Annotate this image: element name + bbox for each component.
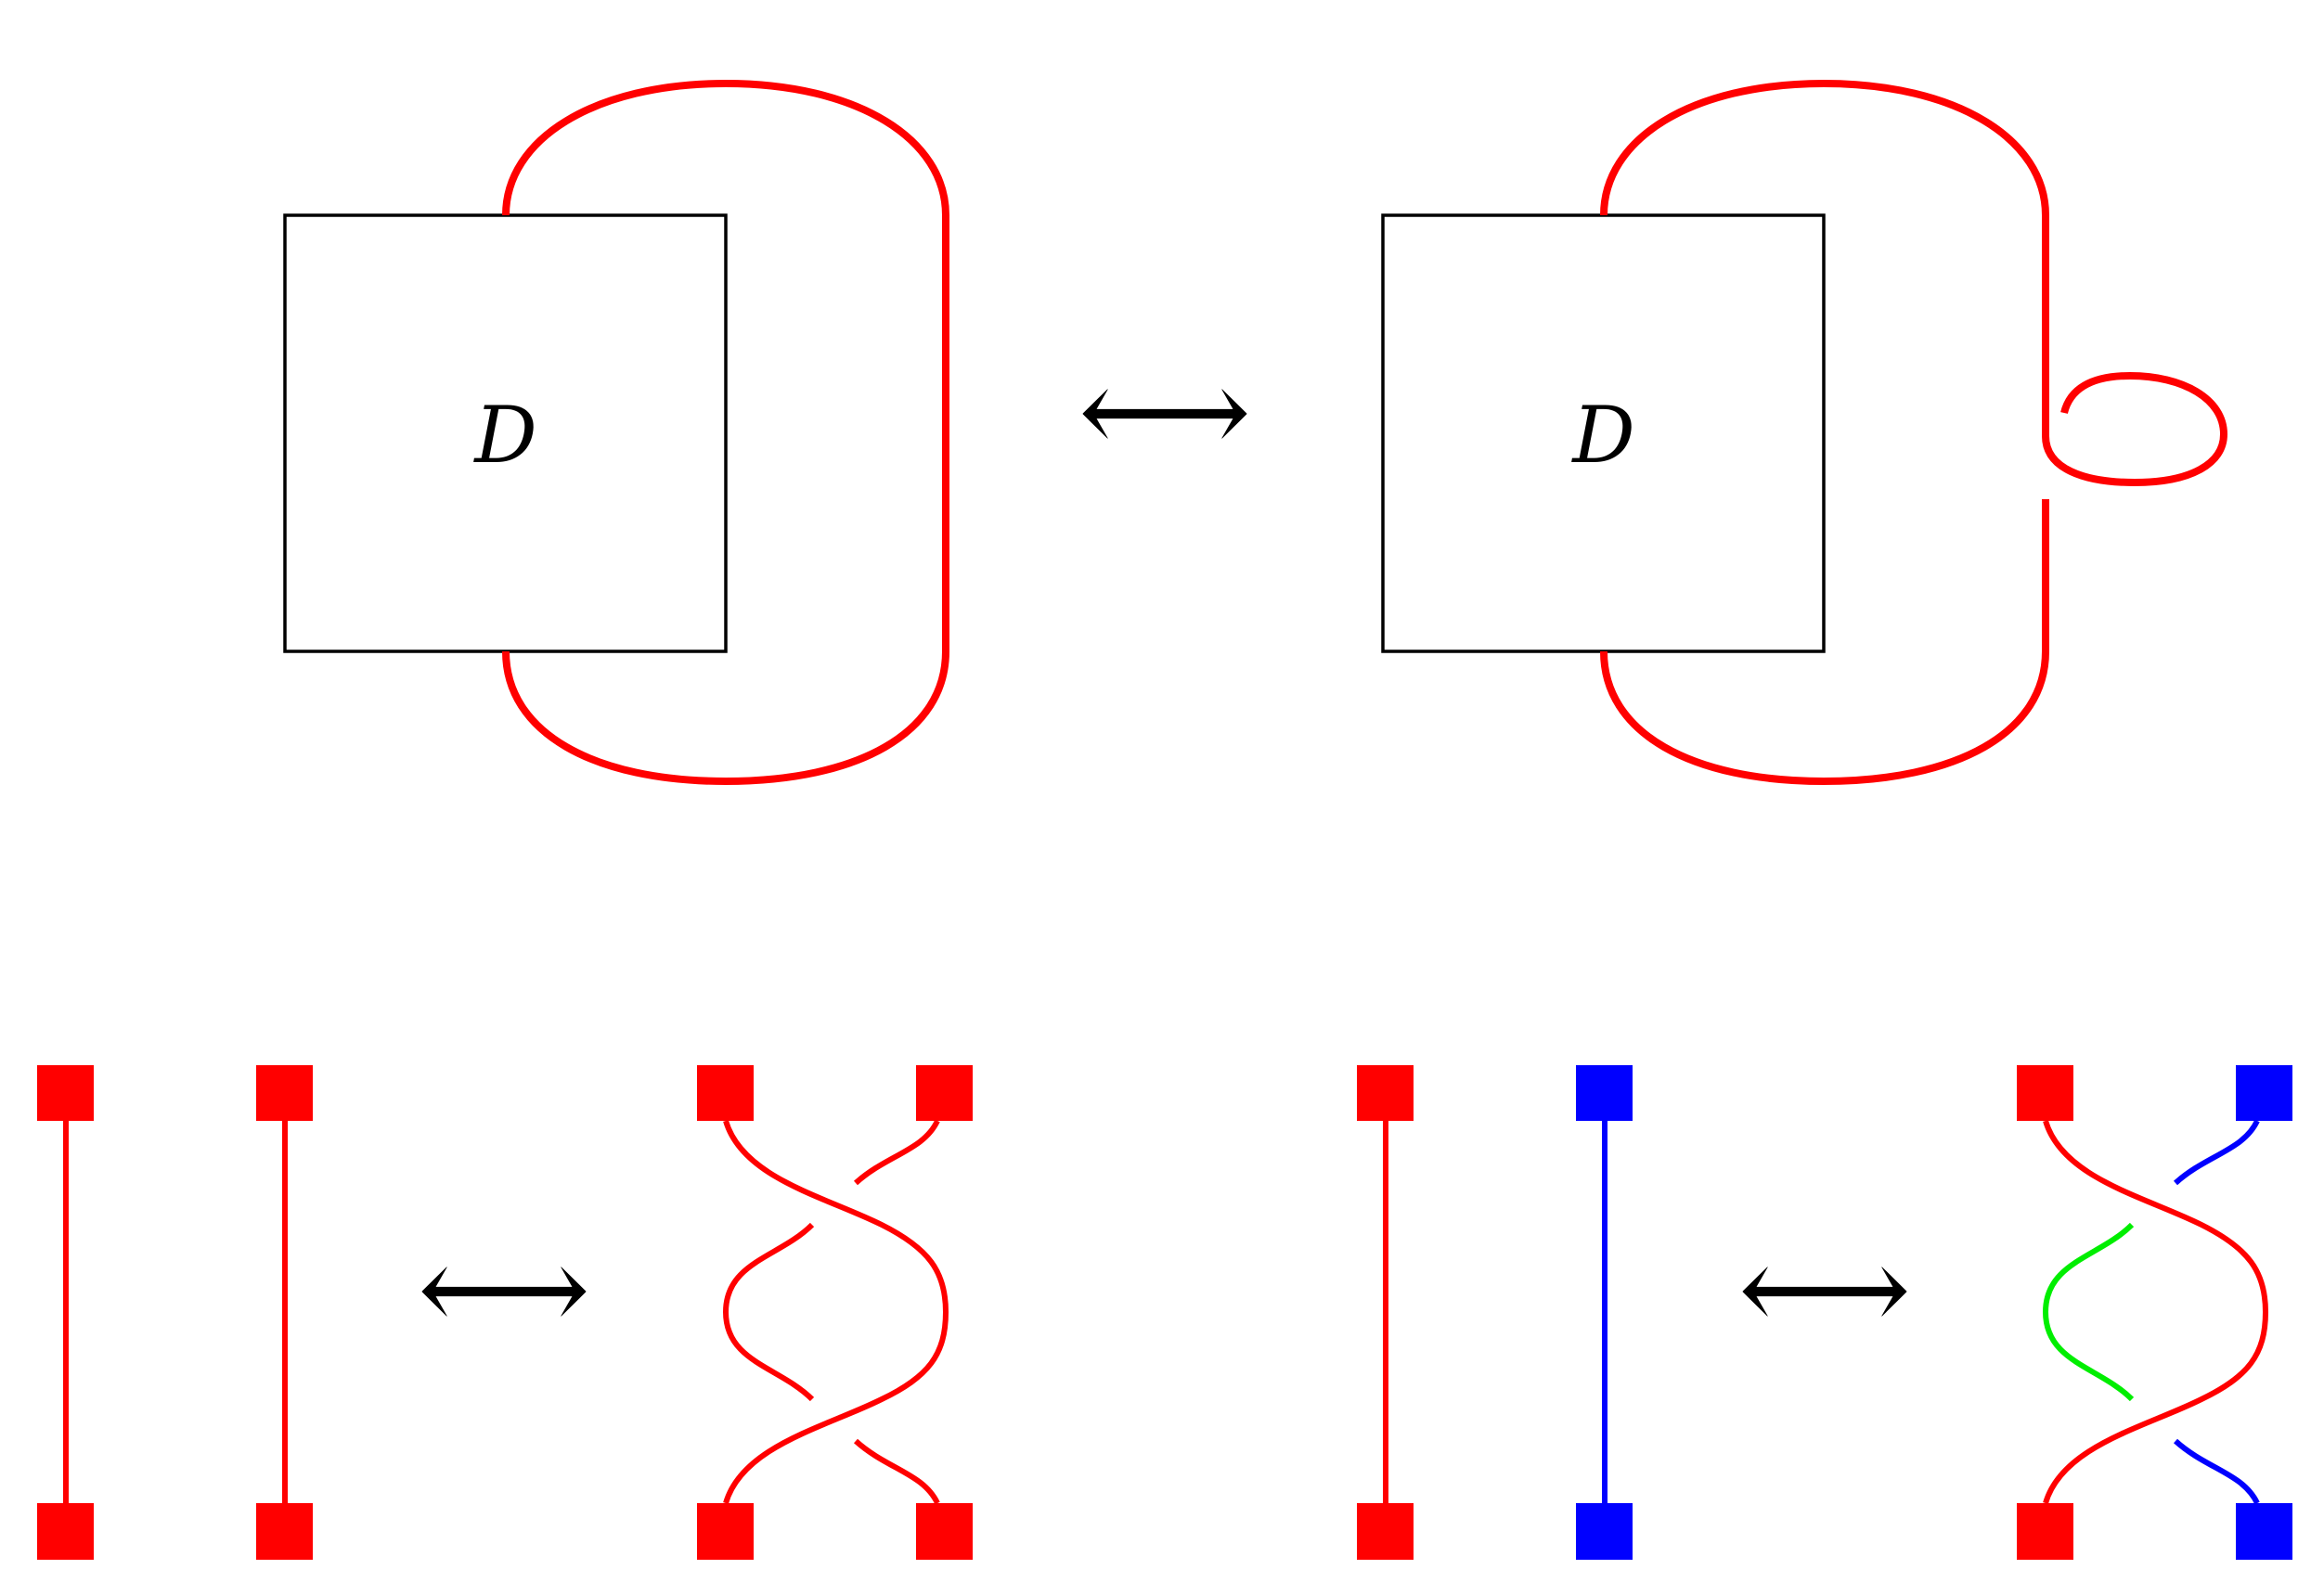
endpoint-square [2017,1065,2073,1121]
bottom-left-double-crossing [697,1065,973,1560]
bottom-right-straight-strands [1357,1065,1633,1560]
equivalence-arrow-top: ⟷ [1078,341,1251,482]
bottom-left-straight-strands [37,1065,313,1560]
endpoint-square [2236,1503,2292,1560]
endpoint-square [256,1503,313,1560]
top-left-diagram: D [283,80,949,785]
endpoint-square [916,1503,973,1560]
endpoint-square [37,1065,94,1121]
box-label-left: D [472,390,536,481]
endpoint-square [697,1503,754,1560]
endpoint-square [2017,1503,2073,1560]
endpoint-square [1576,1065,1633,1121]
red-loop-left [502,80,949,785]
box-label-right: D [1570,390,1634,481]
red-loop-right-lower [1600,499,2049,785]
equivalence-arrow-bottom-right: ⟷ [1738,1218,1911,1359]
bottom-right-double-crossing [2017,1065,2292,1560]
under-strand-top [853,1119,940,1186]
red-loop-right-upper [1600,80,2227,486]
under-strand-middle [2043,1222,2135,1402]
endpoint-square [256,1065,313,1121]
over-strand [2043,1120,2268,1504]
endpoint-square [916,1065,973,1121]
endpoint-square [1357,1503,1414,1560]
over-strand [723,1120,949,1504]
endpoint-square [1357,1065,1414,1121]
under-strand-middle [723,1222,815,1402]
endpoint-square [2236,1065,2292,1121]
top-right-diagram: D [1381,80,2227,785]
under-strand-top [2173,1119,2260,1186]
endpoint-square [37,1503,94,1560]
endpoint-square [1576,1503,1633,1560]
endpoint-square [697,1065,754,1121]
under-strand-bottom [853,1438,940,1505]
under-strand-bottom [2173,1438,2260,1505]
equivalence-arrow-bottom-left: ⟷ [418,1218,590,1359]
